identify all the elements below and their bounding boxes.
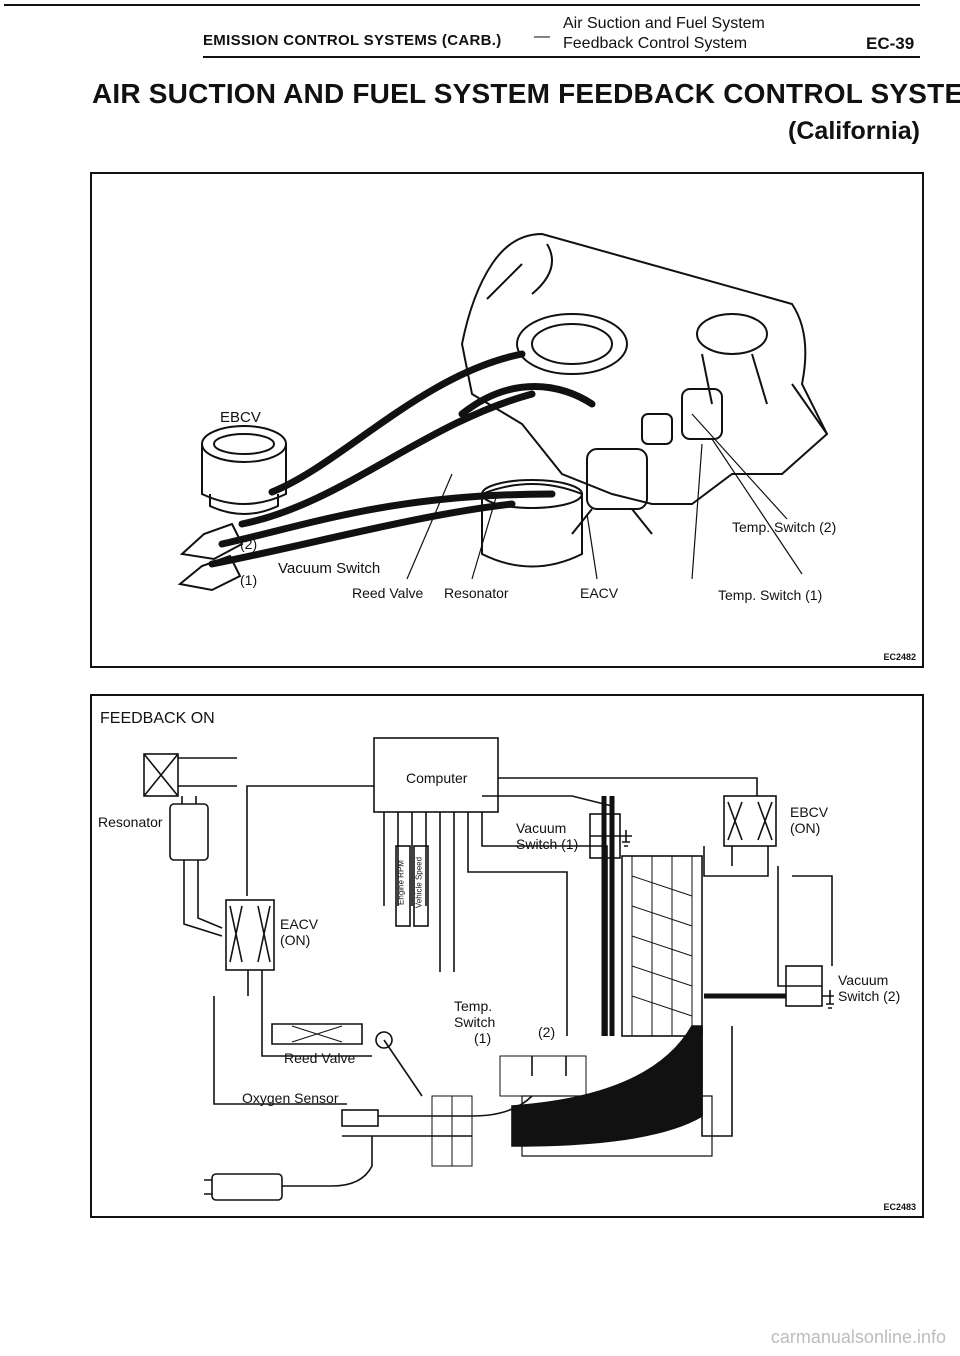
- header-subsection-line1: Air Suction and Fuel System: [563, 15, 765, 32]
- header-subsection: Air Suction and Fuel System Feedback Con…: [563, 14, 765, 54]
- header-section-title: EMISSION CONTROL SYSTEMS (CARB.): [203, 32, 502, 49]
- label-resonator-1: Resonator: [444, 585, 509, 601]
- header-dash: —: [534, 28, 550, 45]
- label-computer: Computer: [406, 770, 468, 786]
- label-temp-switch-1: Temp. Switch (1): [718, 587, 823, 603]
- label-temp-switch-a: Temp.: [454, 998, 493, 1014]
- page-title: AIR SUCTION AND FUEL SYSTEM FEEDBACK CON…: [92, 78, 960, 109]
- page-number: EC-39: [866, 34, 915, 53]
- feedback-heading: FEEDBACK ON: [100, 710, 215, 727]
- header-underline: [203, 56, 920, 58]
- engine-illustration: [177, 232, 829, 592]
- header-top-rule: [4, 4, 920, 6]
- label-ebcv-state: (ON): [790, 820, 821, 836]
- label-vacuum-switch-2-b: Switch (2): [838, 988, 901, 1004]
- label-vacuum-switch-1-num: (1): [240, 572, 258, 588]
- label-temp-switch-b: Switch: [454, 1014, 496, 1030]
- figure-code-2: EC2483: [883, 1202, 916, 1212]
- label-eacv-1: EACV: [580, 585, 619, 601]
- feedback-schematic: [143, 737, 834, 1201]
- label-temp-switch-1-num: (1): [474, 1030, 492, 1046]
- label-vacuum-switch: Vacuum Switch: [278, 560, 381, 577]
- label-reed-valve-1: Reed Valve: [352, 585, 424, 601]
- label-reed-valve-2: Reed Valve: [284, 1050, 356, 1066]
- figure-feedback-on: FEEDBACK ON Computer Resonator Vacuum Sw…: [90, 694, 924, 1218]
- label-vacuum-switch-1-b: Switch (1): [516, 836, 579, 852]
- header-subsection-line2: Feedback Control System: [563, 35, 748, 52]
- label-eacv-state: (ON): [280, 932, 311, 948]
- label-temp-switch-2: Temp. Switch (2): [732, 519, 837, 535]
- label-resonator-2: Resonator: [98, 814, 163, 830]
- label-ebcv-2: EBCV: [790, 804, 829, 820]
- figure-component-layout: EBCV (2) Vacuum Switch (1) Reed Valve Re…: [90, 172, 924, 668]
- label-temp-switch-2-num: (2): [538, 1024, 556, 1040]
- figure-code-1: EC2482: [883, 652, 916, 662]
- watermark: carmanualsonline.info: [770, 1327, 946, 1347]
- label-vacuum-switch-2-num: (2): [240, 536, 258, 552]
- label-vacuum-switch-1-a: Vacuum: [516, 820, 567, 836]
- label-ebcv-1: EBCV: [220, 409, 261, 426]
- label-vacuum-switch-2-a: Vacuum: [838, 972, 889, 988]
- label-oxygen-sensor: Oxygen Sensor: [242, 1090, 339, 1106]
- page-subtitle: (California): [788, 117, 920, 145]
- label-eacv-2: EACV: [280, 916, 319, 932]
- label-vehicle-speed: Vehicle Speed: [414, 856, 424, 909]
- label-engine-rpm: Engine RPM: [396, 860, 406, 905]
